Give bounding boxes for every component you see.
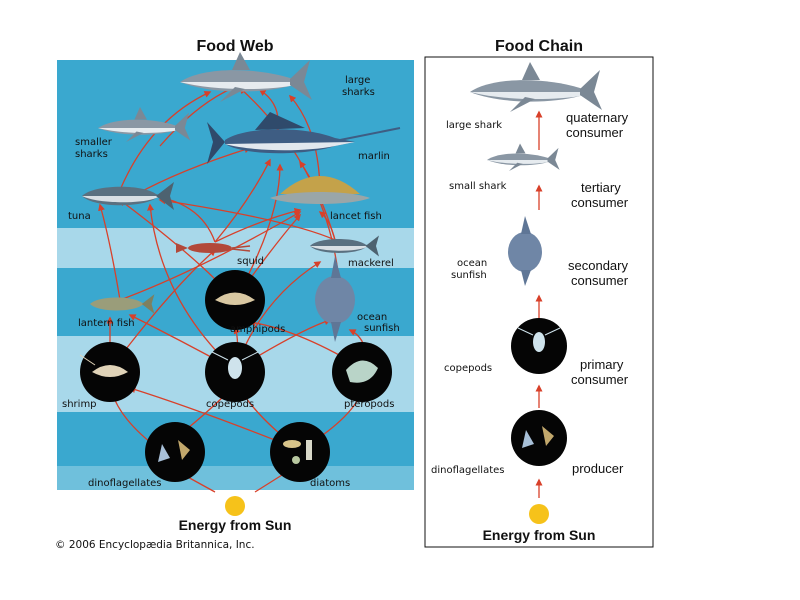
label-smaller-sharks: smaller [75, 137, 113, 148]
squid-illustration [176, 243, 251, 253]
label-ocean-sunfish: ocean [457, 258, 487, 269]
chain-ocean-sunfish-illustration [508, 216, 542, 286]
sun-icon [225, 496, 245, 516]
diatoms-disc [270, 422, 330, 482]
copepods-disc [205, 342, 265, 402]
label-ocean-sunfish: ocean [357, 312, 387, 323]
label-shrimp: shrimp [62, 399, 97, 410]
label-ocean-sunfish: sunfish [364, 323, 400, 334]
label-copepods: copepods [206, 399, 254, 410]
shrimp-disc [79, 342, 140, 402]
water-band-light [57, 466, 414, 490]
label-squid: squid [237, 256, 264, 267]
label-quaternary-consumer: quaternary [566, 110, 629, 125]
label-smaller-sharks: sharks [75, 149, 108, 160]
label-marlin: marlin [358, 151, 390, 162]
lantern-fish-illustration [90, 294, 155, 314]
amphipods-disc [205, 270, 265, 330]
label-secondary-consumer: secondary [568, 258, 628, 273]
label-quaternary-consumer: consumer [566, 125, 624, 140]
food-chain-title: Food Chain [495, 38, 583, 55]
label-tuna: tuna [68, 211, 91, 222]
label-large-sharks: large [345, 75, 370, 86]
chain-copepods-disc [511, 318, 567, 374]
label-large-shark: large shark [446, 120, 502, 131]
food-web-panel: Food Web large sharks smaller sharks mar… [55, 38, 414, 551]
food-chain-panel: Food Chain large shark quaternary consum… [424, 38, 654, 548]
label-dinoflagellates: dinoflagellates [88, 478, 161, 489]
lancet-fish-illustration [270, 176, 370, 204]
label-tertiary-consumer: consumer [571, 195, 629, 210]
label-mackerel: mackerel [348, 258, 394, 269]
label-large-sharks: sharks [342, 87, 375, 98]
chain-dinoflagellates-disc [511, 410, 567, 466]
copyright-notice: © 2006 Encyclopædia Britannica, Inc. [55, 539, 255, 551]
label-dinoflagellates: dinoflagellates [431, 465, 504, 476]
food-chain-labels: large shark quaternary consumer small sh… [431, 110, 629, 476]
label-tertiary-consumer: tertiary [581, 180, 621, 195]
label-primary-consumer: primary [580, 357, 624, 372]
label-small-shark: small shark [449, 181, 507, 192]
label-amphipods: amphipods [230, 324, 285, 335]
label-pteropods: pteropods [344, 399, 394, 410]
marlin-illustration [207, 112, 401, 164]
label-ocean-sunfish: sunfish [451, 270, 487, 281]
pteropods-disc [332, 342, 392, 402]
ocean-sunfish-illustration [315, 256, 355, 342]
label-lantern-fish: lantern fish [78, 318, 135, 329]
label-producer: producer [572, 461, 624, 476]
label-primary-consumer: consumer [571, 372, 629, 387]
label-copepods: copepods [444, 363, 492, 374]
label-diatoms: diatoms [310, 478, 350, 489]
food-chain-energy-label: Energy from Sun [483, 527, 596, 543]
label-lancet-fish: lancet fish [330, 211, 382, 222]
food-web-title: Food Web [196, 38, 273, 55]
plankton-discs [79, 270, 392, 482]
food-web-labels: large sharks smaller sharks marlin tuna … [62, 75, 400, 489]
food-web-energy-label: Energy from Sun [179, 517, 292, 533]
dinoflagellates-disc [145, 422, 205, 482]
label-secondary-consumer: consumer [571, 273, 629, 288]
sun-icon [529, 504, 549, 524]
